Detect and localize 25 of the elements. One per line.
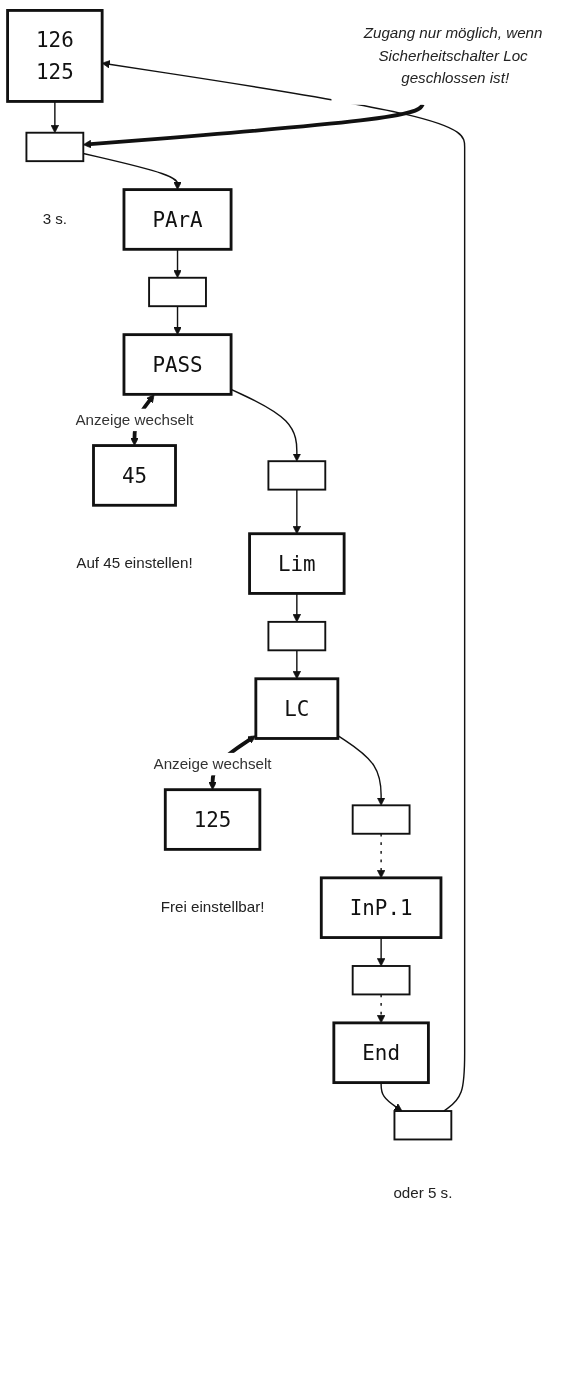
node-box: PASS (122, 333, 233, 396)
arrow (337, 734, 386, 806)
node-box (148, 276, 207, 308)
node-box: Lim (248, 532, 346, 595)
node-box: PArA (122, 188, 233, 251)
node-box: LC (254, 677, 340, 740)
node-label: 3 s. (42, 210, 68, 228)
node-box: 126 125 (6, 9, 104, 103)
node-box: InP.1 (319, 876, 443, 939)
node-box (351, 804, 411, 835)
node-box (351, 965, 411, 996)
node-box: 125 (163, 788, 262, 851)
node-box (267, 460, 327, 491)
edge-label: Anzeige wechselt (75, 411, 194, 428)
edge-label: Anzeige wechselt (153, 755, 272, 772)
node-text: Zugang nur möglich, wenn Sicherheitschalter Loc geschlossen ist! (363, 24, 543, 87)
node-label: Frei einstellbar! (160, 899, 265, 916)
node-label: oder 5 s. (393, 1184, 453, 1202)
node-box (393, 1110, 453, 1141)
node-box (267, 620, 327, 652)
node-box (25, 131, 85, 163)
node-box: End (332, 1021, 430, 1084)
node-box: 45 (92, 444, 177, 507)
arrow (173, 305, 182, 335)
node-label: Auf 45 einstellen! (76, 555, 193, 572)
